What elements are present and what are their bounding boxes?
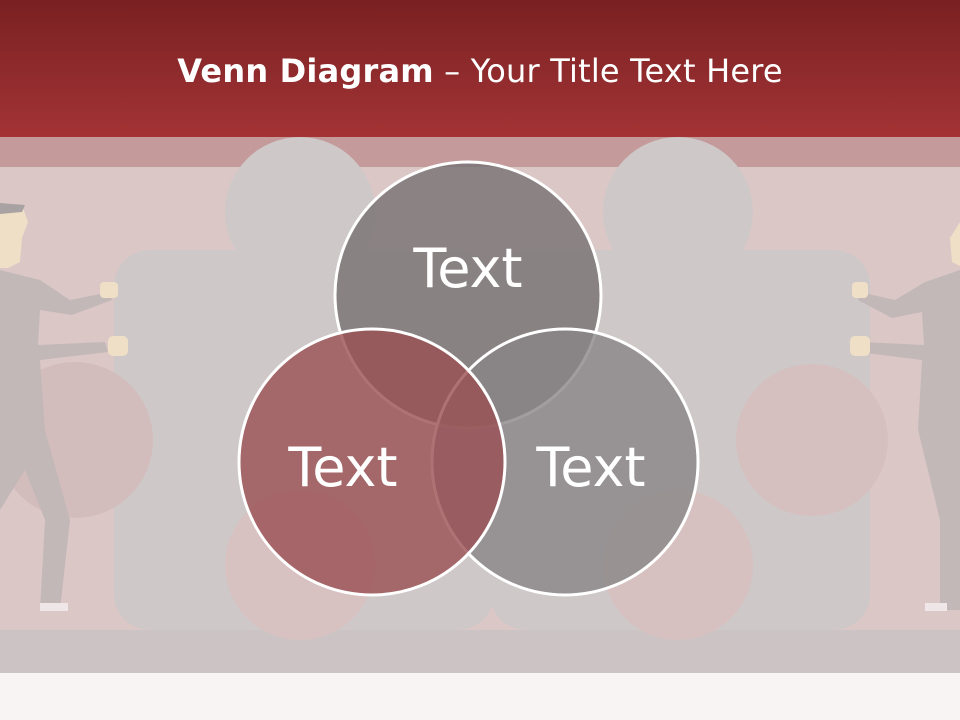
person-left	[0, 203, 128, 611]
slide-footer	[0, 673, 960, 720]
venn-diagram: Text Text Text	[237, 160, 700, 597]
title-bar	[0, 0, 960, 137]
slide-title: Venn Diagram – Your Title Text Here	[0, 52, 960, 90]
venn-circle-left[interactable]	[237, 327, 507, 597]
title-rest: – Your Title Text Here	[433, 52, 783, 90]
puzzle-knob-right	[736, 364, 888, 516]
background-illustration: Text Text Text	[0, 137, 960, 673]
person-right	[850, 222, 960, 611]
venn-label-top: Text	[412, 237, 522, 300]
floor-band	[0, 630, 960, 673]
venn-label-left: Text	[287, 436, 397, 499]
title-bold: Venn Diagram	[177, 52, 434, 90]
venn-label-right: Text	[535, 436, 645, 499]
